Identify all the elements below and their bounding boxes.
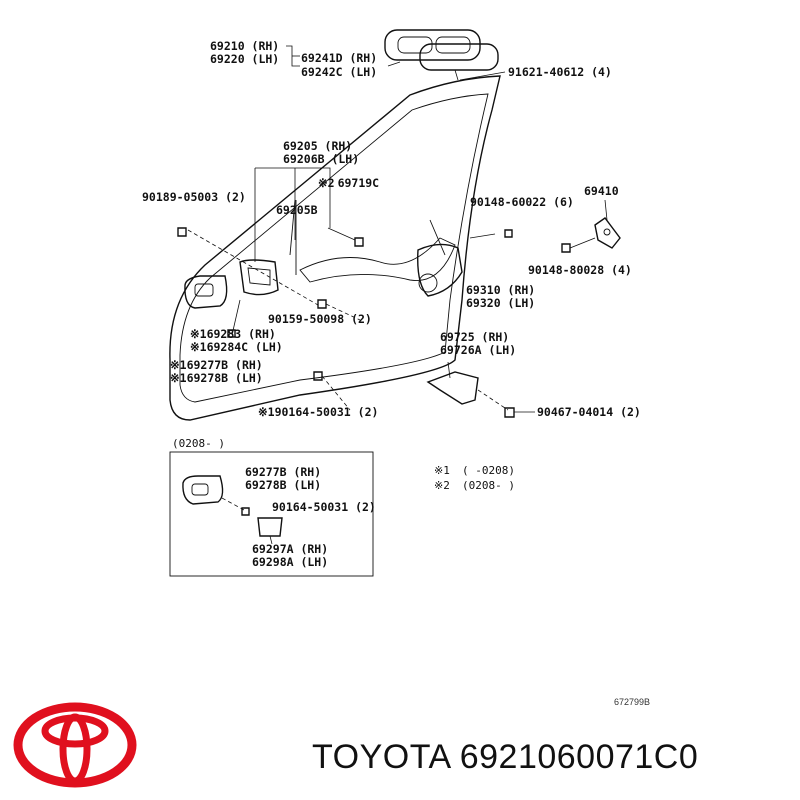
label-69241d: 69241D (RH) (301, 51, 377, 65)
label-90159-50098: 90159-50098 (2) (268, 312, 372, 326)
bolt-icons (177, 227, 571, 418)
label-90148-80028: 90148-80028 (4) (528, 263, 632, 277)
legend-mark1: ※1 (434, 464, 450, 477)
inset-label-69298a: 69298A (LH) (252, 555, 328, 569)
label-69320: 69320 (LH) (466, 296, 535, 310)
inside-handle-part (184, 275, 228, 309)
inset-range: (0208- ) (172, 437, 225, 450)
door-check-part (426, 371, 479, 405)
brand-part-number: TOYOTA 6921060071C0 (312, 738, 699, 776)
label-mark1-69284c: ※169284C (LH) (190, 340, 283, 354)
label-mark1-69278b: ※169278B (LH) (170, 371, 263, 385)
label-mark1-69283: ※169283 (RH) (190, 327, 276, 341)
inset-label-69297a: 69297A (RH) (252, 542, 328, 556)
figure-code: 672799B (614, 697, 650, 707)
label-mark1-69277b: ※169277B (RH) (170, 358, 263, 372)
label-69410: 69410 (584, 184, 619, 198)
label-mark1-90164-50031: ※190164-50031 (2) (258, 405, 378, 419)
label-69206b: 69206B (LH) (283, 152, 359, 166)
label-69726a: 69726A (LH) (440, 343, 516, 357)
label-69205b: 69205B (276, 203, 318, 217)
inset-label-69278b: 69278B (LH) (245, 478, 321, 492)
label-90467-04014: 90467-04014 (2) (537, 405, 641, 419)
label-69220: 69220 (LH) (210, 52, 279, 66)
label-69310: 69310 (RH) (466, 283, 535, 297)
legend-range1: ( -0208) (462, 464, 515, 477)
label-69725: 69725 (RH) (440, 330, 509, 344)
striker-part (594, 217, 621, 249)
legend: ※1 ( -0208) ※2 (0208- ) (434, 464, 515, 492)
label-90189-05003: 90189-05003 (2) (142, 190, 246, 204)
label-91621-40612: 91621-40612 (4) (508, 65, 612, 79)
label-90148-60022: 90148-60022 (6) (470, 195, 574, 209)
inset-label-90164-50031: 90164-50031 (2) (272, 500, 376, 514)
toyota-logo-icon (13, 702, 137, 788)
door-outline (169, 75, 501, 421)
outside-handle-part (384, 29, 499, 81)
label-69205: 69205 (RH) (283, 139, 352, 153)
inset-label-69277b: 69277B (RH) (245, 465, 321, 479)
inset-box (169, 451, 374, 577)
lock-assembly-part (239, 199, 463, 297)
leader-lines (187, 45, 608, 413)
label-69210: 69210 (RH) (210, 39, 279, 53)
legend-range2: (0208- ) (462, 479, 515, 492)
legend-mark2: ※2 (434, 479, 450, 492)
label-69242c: 69242C (LH) (301, 65, 377, 79)
